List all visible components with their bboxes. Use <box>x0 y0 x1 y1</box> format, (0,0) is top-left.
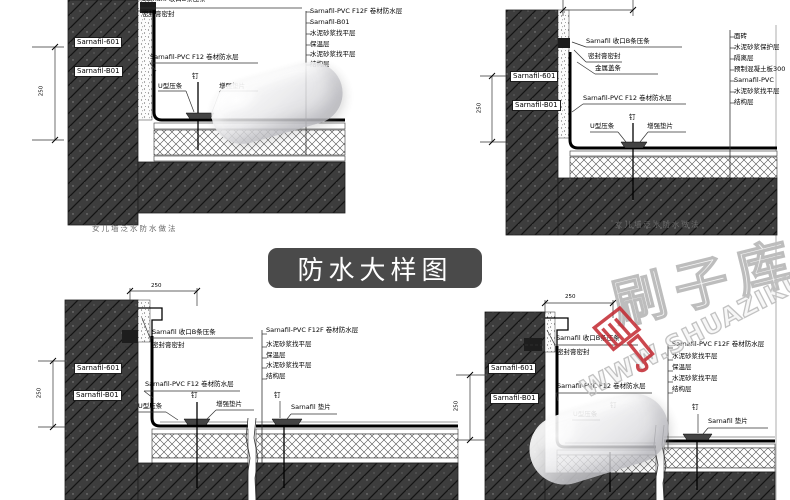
callout-nail: 钉 <box>629 113 636 121</box>
material-tag: Sarnafil-B01 <box>73 390 122 401</box>
layer-item: 预制混凝土板300 <box>734 65 786 73</box>
callout-shim: 增强垫片 <box>647 122 673 130</box>
callout-membrane: Sarnafil-PVC F12 卷材防水层 <box>557 382 646 390</box>
callout-membrane: Sarnafil-PVC F12 卷材防水层 <box>583 94 672 102</box>
material-tag: Sarnafil-B01 <box>512 100 561 111</box>
callout-sealant: 密封膏密封 <box>142 10 175 18</box>
callout-u-clip: U型压条 <box>138 402 163 410</box>
callout-u-clip: U型压条 <box>158 82 183 90</box>
dimension-250: 250 <box>476 102 483 114</box>
layer-item: 保温层 <box>672 363 692 371</box>
callout-sealant: 密封膏密封 <box>557 348 590 356</box>
callout-membrane: Sarnafil-PVC F12 卷材防水层 <box>150 53 239 61</box>
dimension-250: 250 <box>36 387 43 399</box>
layer-item: 水泥砂浆找平层 <box>310 29 356 37</box>
callout-termination: Sarnafil 收口B条压条 <box>556 334 620 342</box>
layer-item: 结构层 <box>734 98 754 106</box>
layer-item: 水泥砂浆找平层 <box>266 361 312 369</box>
callout-termination: Sarnafil 收口B条压条 <box>586 37 650 45</box>
layer-item: 水泥砂浆找平层 <box>734 87 780 95</box>
layer-item: Sarnafil-PVC F12F 卷材防水层 <box>266 326 359 334</box>
dimension-250: 250 <box>565 294 576 300</box>
callout-nail: 钉 <box>692 403 699 411</box>
callout-sealant: 密封膏密封 <box>588 52 621 60</box>
dimension-250: 250 <box>453 400 460 412</box>
callout-washer: Sarnafil 垫片 <box>708 417 748 425</box>
brush-icon <box>591 305 655 373</box>
sheet-title: 防水大样图 <box>297 255 453 286</box>
layer-item: 水泥砂浆保护层 <box>734 43 780 51</box>
layer-item: 水泥砂浆找平层 <box>310 50 356 58</box>
layer-item: 水泥砂浆找平层 <box>266 340 312 348</box>
callout-u-clip: U型压条 <box>590 122 615 130</box>
title-banner: 防水大样图 <box>268 248 482 288</box>
material-tag: Sarnafil-601 <box>74 37 123 48</box>
material-tag: Sarnafil-601 <box>510 71 559 82</box>
layer-item: Sarnafil-PVC F12F 卷材防水层 <box>672 340 765 348</box>
callout-termination: Sarnafil 收口B条压条 <box>152 328 216 336</box>
material-tag: Sarnafil-601 <box>74 363 123 374</box>
callout-nail: 钉 <box>192 72 199 80</box>
material-tag: Sarnafil-601 <box>488 363 537 374</box>
layer-item: Sarnafil-B01 <box>310 18 350 26</box>
layer-item: 水泥砂浆找平层 <box>672 374 718 382</box>
layer-item: Sarnafil-PVC <box>734 76 774 84</box>
layer-item: 保温层 <box>266 351 286 359</box>
material-tag: Sarnafil-B01 <box>74 66 123 77</box>
layer-item: 水泥砂浆找平层 <box>672 352 718 360</box>
material-tag: Sarnafil-B01 <box>490 393 539 404</box>
detail-caption: 女儿墙泛水防水做法 <box>615 220 701 229</box>
layer-item: 结构层 <box>266 372 286 380</box>
callout-cover-strip: 金属盖条 <box>595 64 621 72</box>
layer-item: 隔离层 <box>734 54 754 62</box>
detail-caption: 女儿墙泛水防水做法 <box>92 224 178 233</box>
layer-item: Sarnafil-PVC F12F 卷材防水层 <box>310 7 403 15</box>
layer-item: 结构层 <box>672 385 692 393</box>
callout-sealant: 密封膏密封 <box>152 341 185 349</box>
dimension-250: 250 <box>38 85 45 97</box>
layer-item: 保温层 <box>310 40 330 48</box>
callout-nail: 钉 <box>274 391 281 399</box>
callout-termination: Sarnafil 收口B条压条 <box>142 0 206 4</box>
callout-shim: 增强垫片 <box>216 400 242 408</box>
dimension-250: 250 <box>151 283 162 289</box>
callout-washer: Sarnafil 垫片 <box>291 403 331 411</box>
callout-nail: 钉 <box>191 391 198 399</box>
callout-membrane: Sarnafil-PVC F12 卷材防水层 <box>145 380 234 388</box>
layer-item: 面砖 <box>734 32 747 40</box>
detail-top-right-geometry <box>480 0 778 236</box>
